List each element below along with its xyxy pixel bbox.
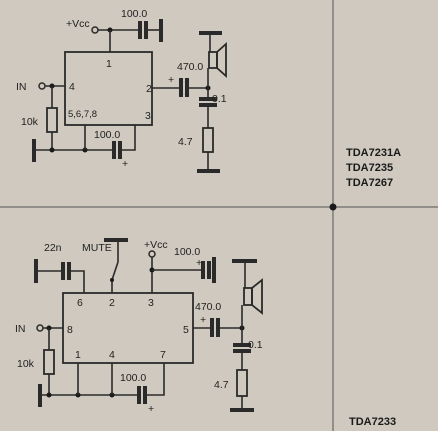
- bottom-plus-sign: +: [200, 314, 206, 326]
- bottom-supply-cap-label: 100.0: [174, 246, 200, 258]
- top-junction: [49, 147, 55, 153]
- bottom-zobel-resistor-label: 4.7: [214, 379, 229, 391]
- top-plus-sign: +: [122, 158, 128, 170]
- bottom-plus-sign: +: [148, 403, 154, 415]
- bottom-pin6-wire: [71, 270, 85, 293]
- top-pin-label: 2: [146, 83, 152, 95]
- bottom-speaker-icon: [243, 287, 253, 306]
- top-pin-label: 5,6,7,8: [68, 109, 97, 120]
- bottom-mute-label: MUTE: [82, 242, 112, 254]
- bottom-speaker-cone: [251, 278, 263, 315]
- bottom-pin-label: 4: [109, 349, 115, 361]
- bottom-input-resistor: [43, 349, 55, 375]
- bottom-junction: [110, 278, 114, 282]
- bottom-pin-label: 8: [67, 324, 73, 336]
- bottom-zobel-cap-label: 0.1: [248, 339, 263, 351]
- top-circuit: +Vcc 100.0 IN 10k 1 2 3 4 5,6,7,8 100.0 …: [16, 8, 401, 189]
- bottom-chip-name: TDA7233: [349, 416, 396, 428]
- top-chip-name: TDA7231A: [346, 147, 401, 159]
- bottom-circuit: 22n MUTE +Vcc 100.0 + IN 10k 6 2 3 8 5 1…: [15, 238, 396, 428]
- top-bootstrap-cap-label: 100.0: [94, 129, 120, 141]
- top-vcc-terminal: [91, 26, 99, 34]
- top-pin-label: 1: [106, 58, 112, 70]
- bottom-bootstrap-cap-label: 100.0: [120, 372, 146, 384]
- bottom-pin7-wire: [147, 363, 165, 396]
- bottom-pin-label: 1: [75, 349, 81, 361]
- top-speaker-icon: [208, 51, 218, 69]
- top-plus-sign: +: [168, 74, 174, 86]
- bottom-input-terminal: [36, 324, 44, 332]
- bottom-zobel-resistor: [236, 369, 248, 397]
- top-zobel-cap-label: 0.1: [212, 93, 227, 105]
- top-zobel-resistor-label: 4.7: [178, 136, 193, 148]
- bottom-mute-switch: [111, 248, 119, 293]
- top-input-terminal: [38, 82, 46, 90]
- bottom-mute-cap-label: 22n: [44, 242, 62, 254]
- top-zobel-resistor: [202, 127, 214, 153]
- bottom-vcc-terminal: [148, 250, 156, 258]
- top-input-resistor-label: 10k: [21, 116, 39, 128]
- top-vcc-label: +Vcc: [66, 18, 90, 30]
- top-input-label: IN: [16, 81, 27, 93]
- divider-junction: [329, 203, 337, 211]
- top-pin-label: 4: [69, 81, 75, 93]
- bottom-junction: [46, 392, 52, 398]
- top-output-cap-label: 470.0: [177, 61, 203, 73]
- top-chip-name: TDA7235: [346, 162, 393, 174]
- bottom-vcc-label: +Vcc: [144, 239, 168, 251]
- top-speaker-cone: [216, 41, 227, 79]
- bottom-plus-sign: +: [196, 257, 202, 269]
- bottom-pin-label: 3: [148, 297, 154, 309]
- bottom-pin-label: 2: [109, 297, 115, 309]
- bottom-pin-label: 7: [160, 349, 166, 361]
- bottom-output-cap-label: 470.0: [195, 301, 221, 313]
- bottom-input-resistor-label: 10k: [17, 358, 35, 370]
- top-pin3-wire: [122, 125, 136, 151]
- bottom-pin-label: 5: [183, 324, 189, 336]
- bottom-input-label: IN: [15, 323, 26, 335]
- bottom-pin-label: 6: [77, 297, 83, 309]
- top-supply-cap-label: 100.0: [121, 8, 147, 20]
- top-input-resistor: [46, 107, 58, 133]
- top-pin-label: 3: [145, 110, 151, 122]
- top-chip-name: TDA7267: [346, 177, 393, 189]
